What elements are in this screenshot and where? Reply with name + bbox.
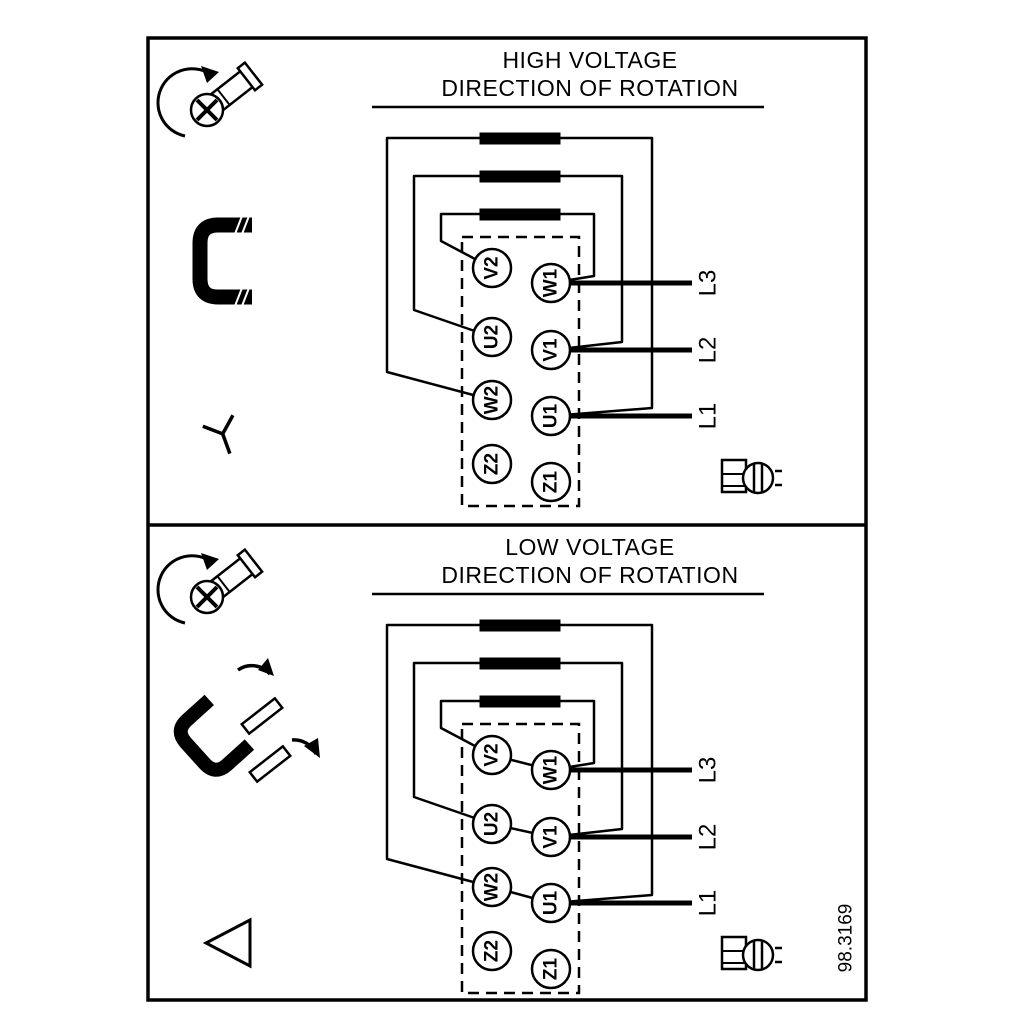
diagram-frame [146,36,868,1002]
terminal-label-v2: V2 [482,256,503,279]
high-voltage-panel: HIGH VOLTAGE DIRECTION OF ROTATION [155,47,784,508]
terminal-v1 [530,329,572,371]
terminal-z1 [530,461,572,503]
supply-label-l3: L3 [695,757,722,784]
terminal-z2 [471,930,513,972]
terminal-v2 [471,247,513,289]
terminal-label-z2: Z2 [482,940,503,962]
wire-bar3-left [439,699,493,757]
jumper-bar-3 [479,695,561,708]
terminal-label-u2: U2 [482,812,503,836]
supply-label-l3: L3 [695,270,722,297]
terminal-label-v2: V2 [482,743,503,766]
terminal-w2 [471,379,513,421]
wire-bar3-left [439,212,493,270]
terminal-block-outline [460,722,581,995]
wire-bar1-right [550,623,654,905]
terminal-label-z1: Z1 [541,957,562,980]
delta-symbol-icon [202,917,252,969]
wire-bar3-right [550,699,596,772]
bridge-clip-icon [192,215,252,307]
terminal-u2 [471,803,513,845]
terminal-block-outline [460,235,581,508]
drawing-number: 98.3169 [836,904,857,973]
panel-title-line1: LOW VOLTAGE [505,534,675,560]
terminal-v2 [471,734,513,776]
panel-title-line1: HIGH VOLTAGE [502,47,677,73]
wire-bar1-left [385,623,493,889]
terminal-u1 [530,395,572,437]
terminal-label-z1: Z1 [541,470,562,493]
terminal-w1 [530,749,572,791]
terminal-label-v1: V1 [541,338,562,362]
jumper-bar-2 [479,657,561,670]
terminal-label-w1: W1 [541,268,562,297]
terminal-label-u1: U1 [541,890,562,915]
terminal-label-w1: W1 [541,755,562,784]
terminal-v1 [530,816,572,858]
terminal-w2 [471,866,513,908]
terminal-label-v1: V1 [541,825,562,849]
low-voltage-panel: LOW VOLTAGE DIRECTION OF ROTATION [155,534,857,995]
star-symbol-icon [202,414,235,455]
wire-bar1-right [550,136,654,418]
wire-bar1-left [385,136,493,402]
supply-label-l2: L2 [695,337,722,364]
terminal-z2 [471,443,513,485]
jumper-reposition-icon [173,658,320,784]
terminal-u1 [530,882,572,924]
supply-label-l2: L2 [695,824,722,851]
wire-bar2-right [550,661,624,839]
jumper-bar-1 [479,619,561,632]
panel-title-line2: DIRECTION OF ROTATION [441,75,738,101]
terminal-label-u2: U2 [482,325,503,349]
supply-label-l1: L1 [695,403,722,430]
jumper-bar-1 [479,132,561,145]
terminal-label-u1: U1 [541,403,562,428]
terminal-z1 [530,948,572,990]
jumper-bar-3 [479,208,561,221]
supply-label-l1: L1 [695,890,722,917]
terminal-label-w2: W2 [482,873,503,902]
wire-bar2-left [412,174,493,339]
jumper-bar-2 [479,170,561,183]
terminal-label-w2: W2 [482,386,503,415]
wire-bar2-left [412,661,493,826]
terminal-label-z2: Z2 [482,453,503,475]
panel-title-line2: DIRECTION OF ROTATION [441,562,738,588]
terminal-w1 [530,262,572,304]
wire-bar2-right [550,174,624,352]
terminal-u2 [471,316,513,358]
wire-bar3-right [550,212,596,285]
